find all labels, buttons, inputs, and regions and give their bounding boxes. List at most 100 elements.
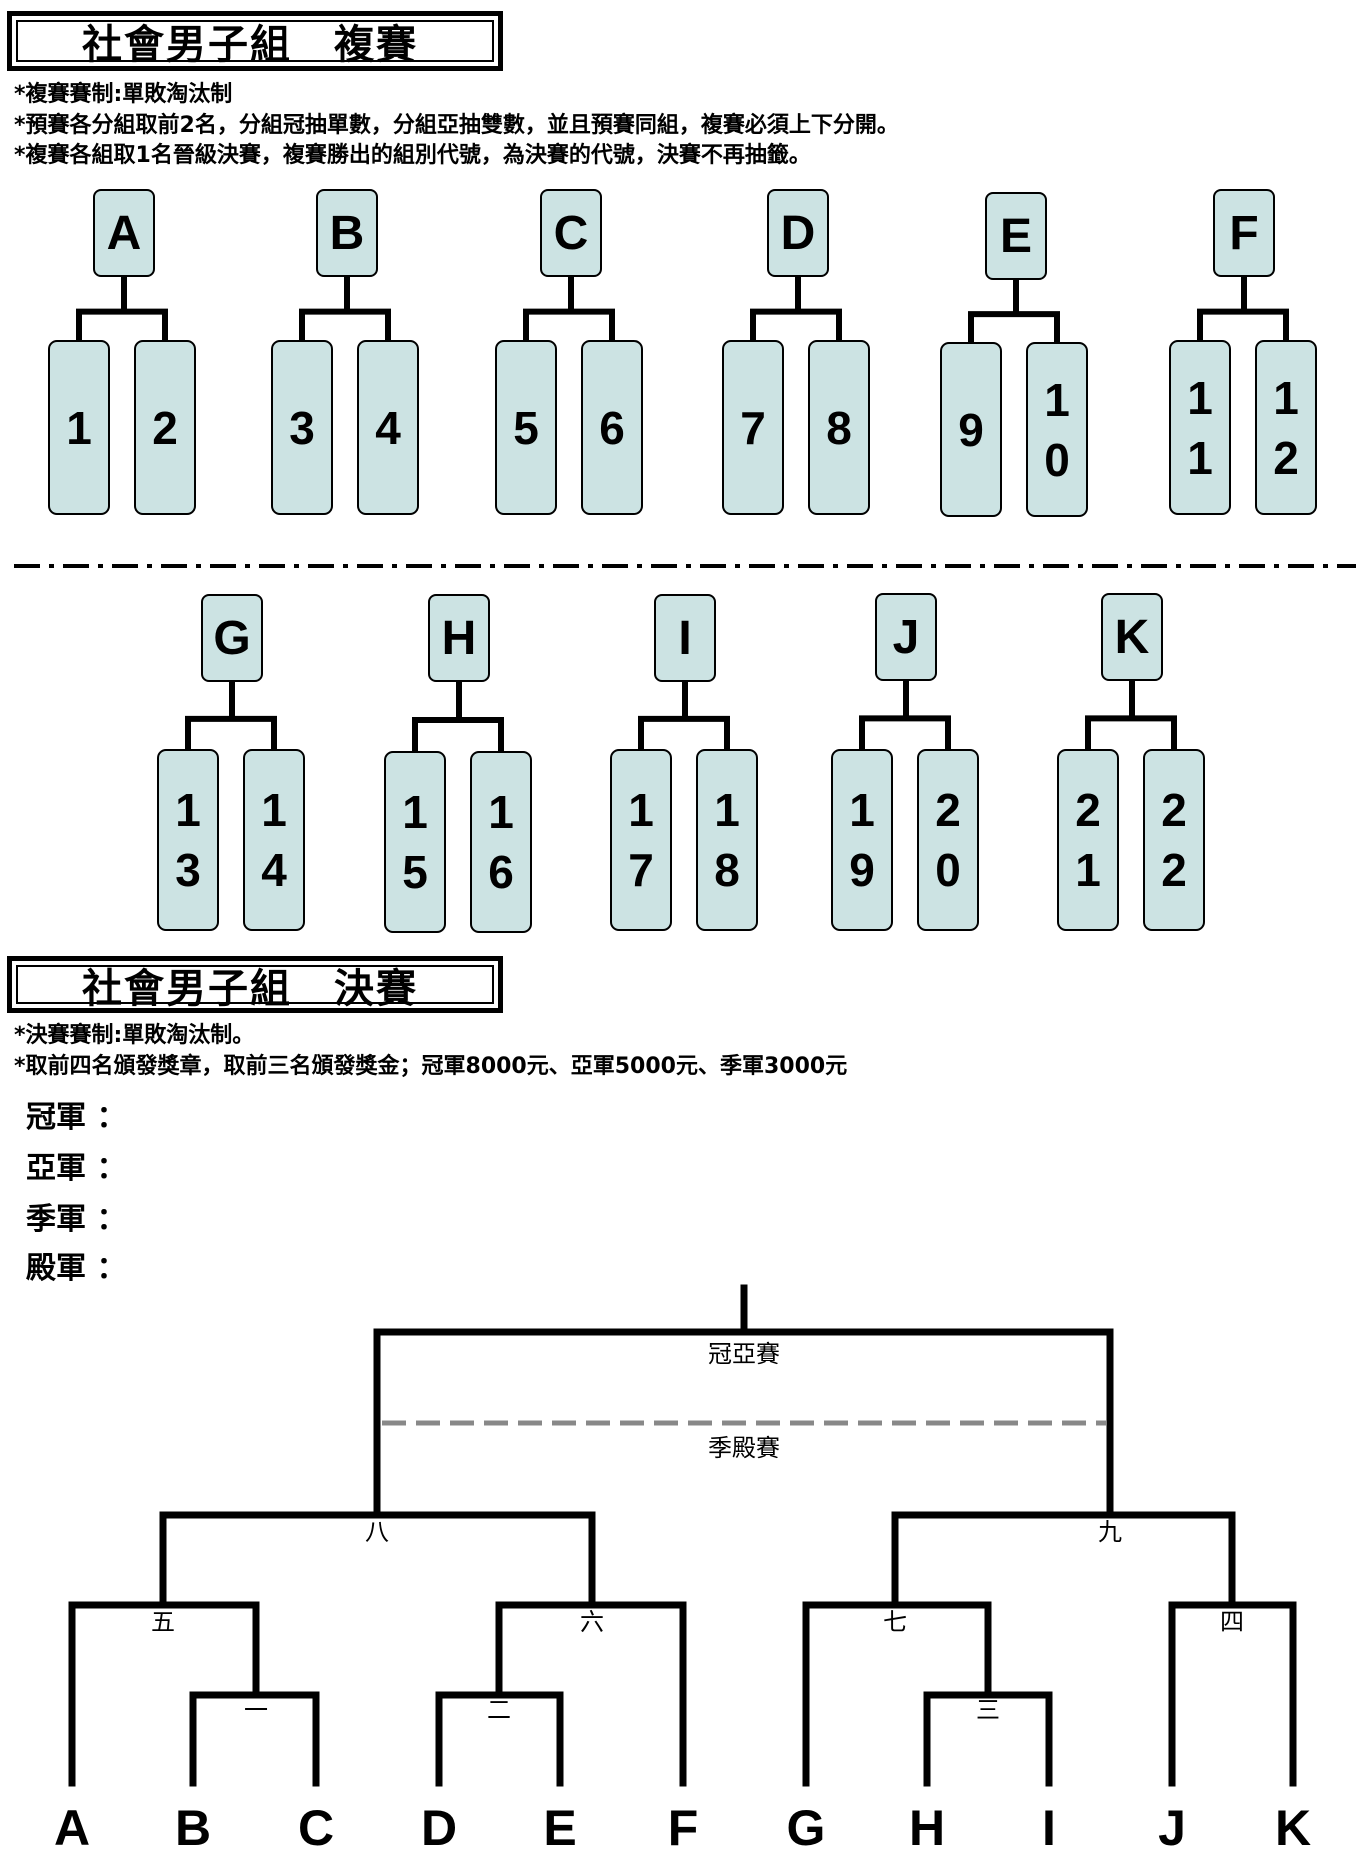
seed-digit: 5 (513, 401, 539, 454)
group-label: K (1101, 593, 1163, 681)
seed-digit: 1 (402, 786, 428, 838)
final-rule-1: *決賽賽制:單敗淘汰制。 (14, 1023, 255, 1048)
bracket-line (802, 1601, 992, 1787)
award-third: 季軍 ： (26, 1202, 127, 1237)
bracket-line (435, 1691, 564, 1787)
seed-digit: 1 (1044, 373, 1070, 426)
seed-digit: 1 (261, 784, 287, 836)
seed-digit: 1 (1273, 371, 1299, 424)
seed-digit: 3 (289, 401, 315, 454)
group-connector (750, 277, 842, 340)
round-label: 七 (883, 1608, 907, 1636)
seed-digit: 1 (1075, 844, 1101, 896)
group-label: C (540, 189, 602, 277)
group-connector (1197, 277, 1289, 340)
seed-digit: 8 (714, 844, 740, 896)
round-label: 九 (1098, 1518, 1122, 1546)
seed-slot: 7 (722, 340, 784, 515)
seed-slot: 4 (357, 340, 419, 515)
seed-digit: 1 (175, 784, 201, 836)
group-connector (185, 682, 277, 749)
round-label: 二 (487, 1696, 511, 1724)
seed-digit: 7 (740, 401, 766, 454)
bracket-team: J (1158, 1800, 1186, 1856)
round-label: 三 (976, 1696, 1000, 1724)
round-label: 一 (244, 1696, 268, 1724)
round-label: 六 (580, 1608, 604, 1636)
award-champion: 冠軍 ： (26, 1100, 127, 1135)
seed-digit: 1 (714, 784, 740, 836)
championship-label: 冠亞賽 (708, 1340, 780, 1368)
bracket-line (373, 1328, 1114, 1514)
bracket-line (189, 1691, 320, 1787)
group-label: H (428, 594, 490, 682)
bracket-team: G (787, 1800, 826, 1856)
bracket-line (923, 1691, 1053, 1787)
group-label: E (985, 192, 1047, 280)
final-rule-2: *取前四名頒發獎章，取前三名頒發獎金；冠軍8000元、亞軍5000元、季軍300… (14, 1054, 848, 1079)
bracket-team: K (1275, 1800, 1311, 1856)
seed-digit: 1 (849, 784, 875, 836)
semifinal-rule-1: *複賽賽制:單敗淘汰制 (14, 82, 233, 107)
seed-digit: 2 (1161, 784, 1187, 836)
group-connector (1085, 681, 1177, 749)
seed-digit: 4 (375, 401, 401, 454)
bracket-team: D (421, 1800, 457, 1856)
bracket-team: B (175, 1800, 211, 1856)
seed-digit: 7 (628, 844, 654, 896)
seed-digit: 2 (1161, 844, 1187, 896)
group-connector (76, 277, 168, 340)
group-connector (638, 682, 730, 749)
bracket-line (159, 1511, 596, 1609)
seed-slot: 9 (940, 342, 1002, 517)
round-label: 八 (365, 1518, 389, 1546)
seed-slot: 8 (808, 340, 870, 515)
bracket-line (891, 1511, 1236, 1609)
seed-digit: 1 (628, 784, 654, 836)
semifinal-title: 社會男子組 複賽 (16, 20, 494, 68)
seed-digit: 3 (175, 844, 201, 896)
seed-digit: 0 (1044, 433, 1070, 486)
award-fourth: 殿軍 ： (26, 1251, 127, 1286)
bracket-team: C (298, 1800, 334, 1856)
group-label: J (875, 593, 937, 681)
seed-digit: 6 (488, 846, 514, 898)
seed-slot: 1 (48, 340, 110, 515)
seed-slot: 3 (271, 340, 333, 515)
seed-digit: 9 (849, 844, 875, 896)
group-connector (523, 277, 615, 340)
third-place-label: 季殿賽 (708, 1434, 780, 1462)
round-label: 五 (151, 1608, 175, 1636)
bracket-team: H (909, 1800, 945, 1856)
seed-digit: 1 (1187, 371, 1213, 424)
seed-digit: 4 (261, 844, 287, 896)
group-label: F (1213, 189, 1275, 277)
seed-digit: 2 (1075, 784, 1101, 836)
seed-digit: 5 (402, 846, 428, 898)
group-label: D (767, 189, 829, 277)
seed-digit: 1 (488, 786, 514, 838)
semifinal-rule-2: *預賽各分組取前2名，分組冠抽單數，分組亞抽雙數，並且預賽同組，複賽必須上下分開… (14, 113, 899, 138)
bracket-line (495, 1601, 687, 1787)
bracket-team: E (543, 1800, 576, 1856)
seed-slot: 6 (581, 340, 643, 515)
bracket-team: F (668, 1800, 699, 1856)
seed-digit: 1 (1187, 431, 1213, 484)
final-title-box: 社會男子組 決賽 (7, 956, 503, 1013)
bracket-line (68, 1601, 260, 1787)
bracket-line (1168, 1601, 1297, 1787)
award-runner-up: 亞軍 ： (26, 1151, 127, 1186)
bracket-team: I (1042, 1800, 1056, 1856)
seed-digit: 6 (599, 401, 625, 454)
